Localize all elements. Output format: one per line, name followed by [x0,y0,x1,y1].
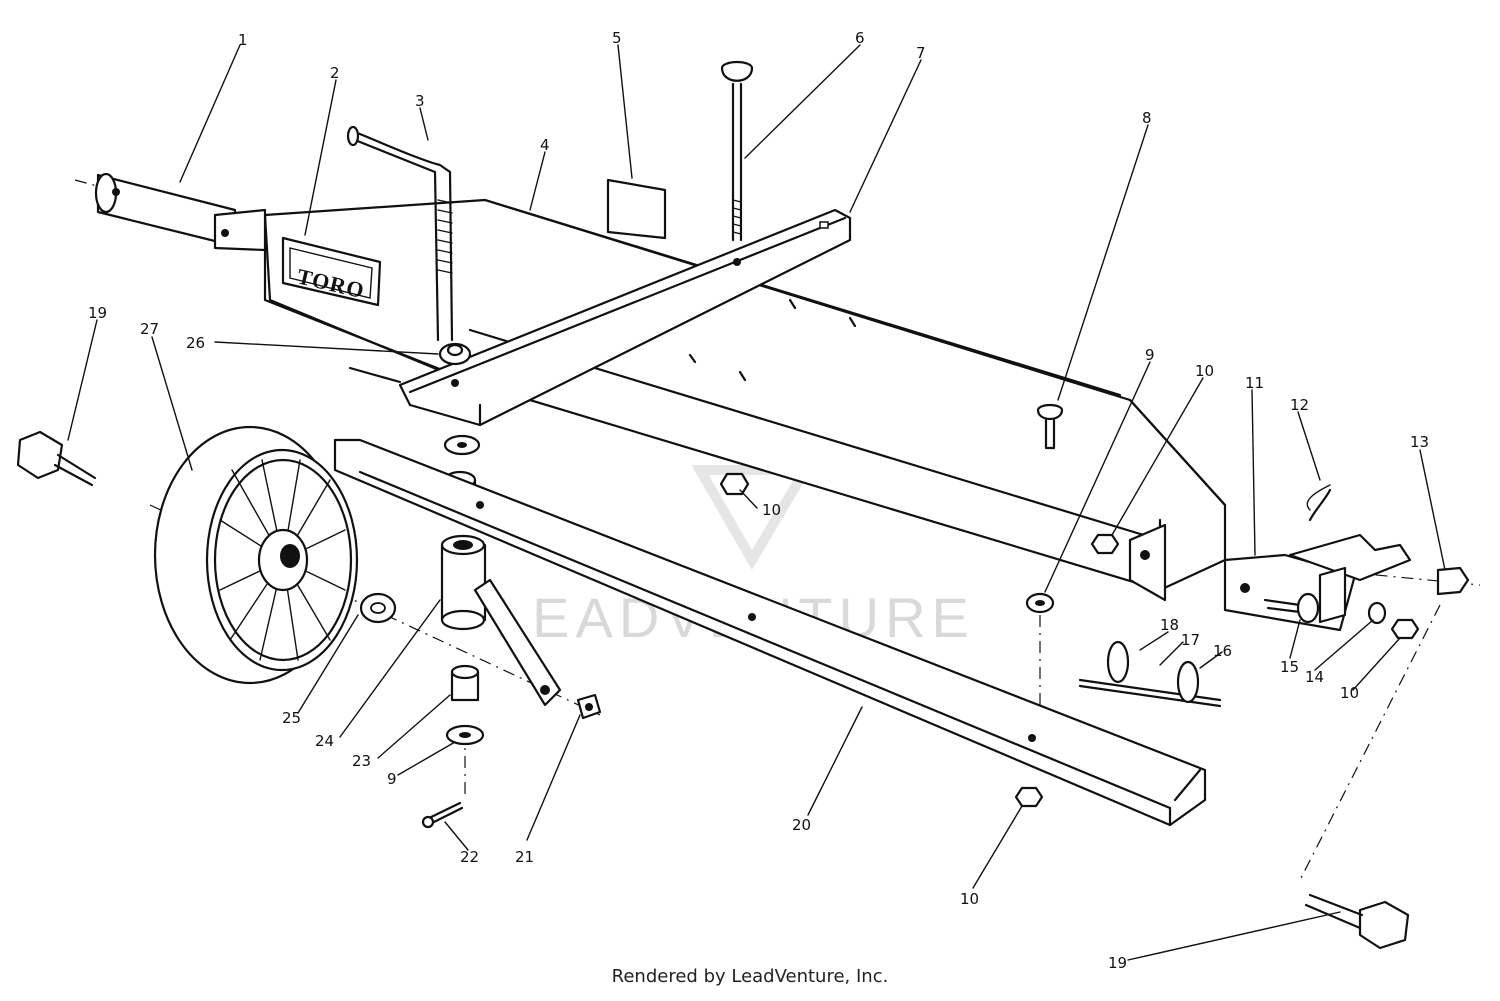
callout-4: 4 [540,136,550,154]
spacer-plate [606,178,667,240]
lower-channel [333,438,1207,827]
cross-bar [398,208,852,427]
callout-19: 19 [1108,954,1127,972]
wheel-washer [359,592,397,624]
footer-credit: Rendered by LeadVenture, Inc. [611,966,889,987]
callout-10: 10 [1195,362,1214,380]
callout-6: 6 [855,29,865,47]
callout-13: 13 [1410,433,1429,451]
callout-22: 22 [460,848,479,866]
callout-3: 3 [415,92,425,110]
callout-18: 18 [1160,616,1179,634]
callout-7: 7 [916,44,926,62]
callout-19: 19 [88,304,107,322]
callout-12: 12 [1290,396,1309,414]
carriage-bolt-long [720,60,754,242]
pivot-stack [348,342,487,746]
callout-20: 20 [792,816,811,834]
callout-10: 10 [762,501,781,519]
callout-5: 5 [612,29,622,47]
callout-8: 8 [1142,109,1152,127]
handle-tube [94,172,237,248]
callout-10: 10 [960,890,979,908]
callout-2: 2 [330,64,340,82]
leader-lines [67,44,1446,961]
carriage-bolt-short [1036,403,1064,450]
callout-9: 9 [1145,346,1155,364]
callout-27: 27 [140,320,159,338]
callout-numbers: 1 2 3 4 5 6 7 8 9 10 11 12 13 19 27 26 1… [88,29,1429,972]
callout-23: 23 [352,752,371,770]
callout-16: 16 [1213,642,1232,660]
callout-9: 9 [387,770,397,788]
callout-15: 15 [1280,658,1299,676]
callout-10: 10 [1340,684,1359,702]
callout-26: 26 [186,334,205,352]
cotter-pin [421,801,464,829]
wheel-arm [473,578,602,720]
callout-24: 24 [315,732,334,750]
callout-25: 25 [282,709,301,727]
callout-14: 14 [1305,668,1324,686]
wheel [153,425,359,685]
callout-11: 11 [1245,374,1264,392]
hex-nuts [719,472,1470,808]
right-bracket-assembly [1078,484,1412,708]
callout-21: 21 [515,848,534,866]
callout-1: 1 [238,31,248,49]
adjust-rod [346,125,454,342]
shoulder-bolts [16,430,1410,950]
callout-17: 17 [1181,631,1200,649]
